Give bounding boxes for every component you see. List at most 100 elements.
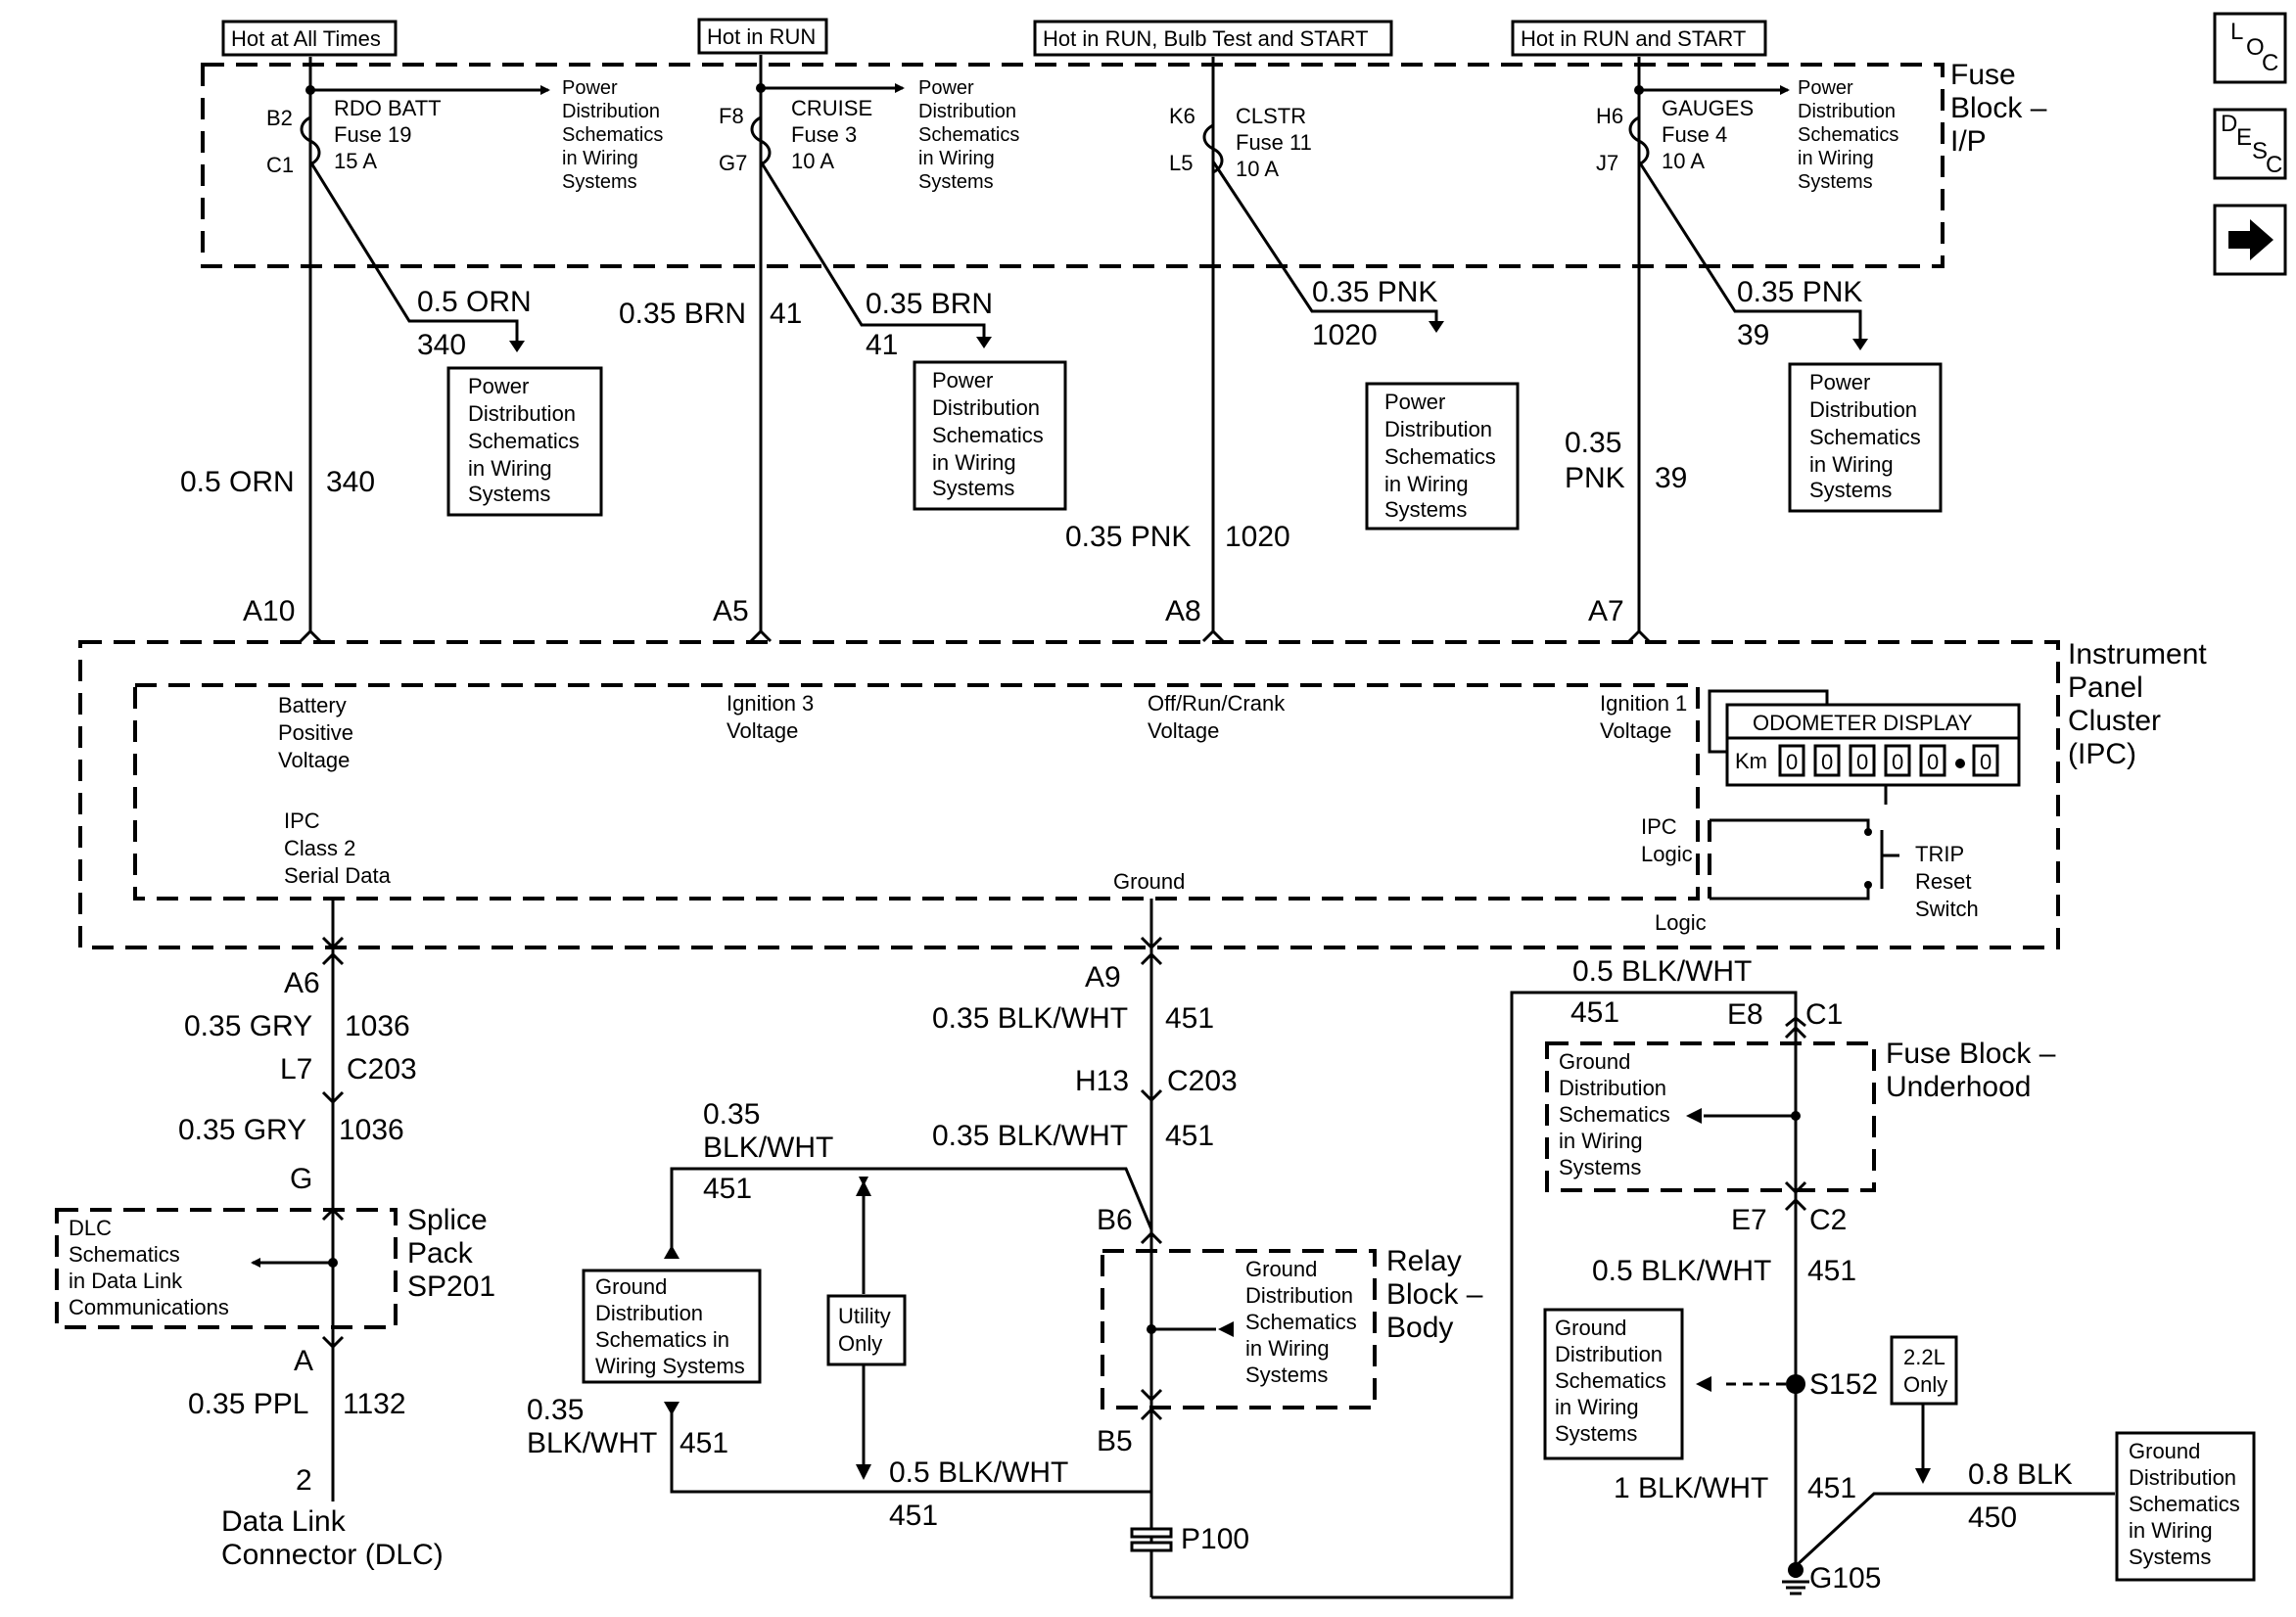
svg-text:RDO BATT: RDO BATT <box>334 96 442 120</box>
svg-text:CRUISE: CRUISE <box>791 96 872 120</box>
svg-text:DLC: DLC <box>69 1216 112 1240</box>
svg-text:1020: 1020 <box>1312 319 1378 351</box>
svg-text:F8: F8 <box>719 104 744 128</box>
ground-dist-box-left: Ground Distribution Schematics in Wiring… <box>582 1269 762 1384</box>
svg-text:Data Link: Data Link <box>221 1505 347 1538</box>
svg-text:in Wiring: in Wiring <box>2129 1518 2213 1543</box>
svg-text:2.2L: 2.2L <box>1903 1345 1945 1369</box>
branch-labels: 0.5 ORN 340 0.35 BRN 41 0.35 PNK 1020 0.… <box>417 276 1862 361</box>
arrow-right-icon <box>2228 219 2273 260</box>
svg-text:Systems: Systems <box>1384 497 1467 522</box>
odometer-display: ODOMETER DISPLAY Km 0 0 0 0 0 0 <box>1708 689 2021 805</box>
svg-text:H13: H13 <box>1075 1065 1129 1097</box>
svg-text:Hot in RUN, Bulb Test and STAR: Hot in RUN, Bulb Test and START <box>1043 26 1369 51</box>
svg-text:C: C <box>2266 152 2282 178</box>
ipc-inner-outline <box>133 683 1700 901</box>
svg-text:L: L <box>2230 19 2243 45</box>
svg-text:J7: J7 <box>1596 151 1618 175</box>
svg-text:0.5 BLK/WHT: 0.5 BLK/WHT <box>889 1456 1068 1489</box>
svg-text:Ground: Ground <box>2129 1439 2200 1463</box>
feed-wires <box>308 55 1641 631</box>
svg-text:Fuse Block –: Fuse Block – <box>1886 1038 2056 1070</box>
svg-text:G: G <box>290 1163 312 1195</box>
svg-text:Distribution: Distribution <box>562 101 660 122</box>
svg-text:Systems: Systems <box>918 171 994 193</box>
svg-text:0.35 PNK: 0.35 PNK <box>1737 276 1862 308</box>
svg-text:451: 451 <box>703 1173 752 1205</box>
desc-button[interactable]: D E S C <box>2213 108 2287 180</box>
svg-text:Power: Power <box>932 368 993 393</box>
svg-text:Distribution: Distribution <box>595 1301 703 1325</box>
svg-text:S152: S152 <box>1809 1368 1878 1401</box>
svg-text:in Wiring: in Wiring <box>932 450 1016 475</box>
power-state-hot-at-all-times: Hot at All Times <box>221 20 398 57</box>
svg-text:L7: L7 <box>280 1053 312 1086</box>
ipc-serial-data-label: IPC Class 2 Serial Data <box>284 808 392 888</box>
top-branch-arrows <box>305 83 1790 95</box>
svg-text:450: 450 <box>1968 1502 2017 1534</box>
svg-text:in Wiring: in Wiring <box>1384 472 1469 496</box>
svg-text:Schematics: Schematics <box>1809 425 1921 449</box>
svg-text:Wiring Systems: Wiring Systems <box>595 1354 745 1378</box>
p100-passthrough: P100 <box>1130 1523 1249 1555</box>
svg-text:Fuse 3: Fuse 3 <box>791 122 857 147</box>
svg-text:0.5 BLK/WHT: 0.5 BLK/WHT <box>1592 1255 1771 1287</box>
underhood-top-labels: 0.5 BLK/WHT 451 E8 C1 <box>1570 955 1843 1031</box>
svg-text:G105: G105 <box>1809 1562 1881 1594</box>
svg-text:Serial Data: Serial Data <box>284 863 392 888</box>
svg-text:Body: Body <box>1386 1312 1453 1344</box>
underhood-wire <box>1686 1018 1807 1578</box>
svg-text:Voltage: Voltage <box>1600 718 1671 743</box>
svg-text:C1: C1 <box>1805 998 1843 1031</box>
svg-text:Systems: Systems <box>562 171 637 193</box>
svg-text:Hot in RUN and START: Hot in RUN and START <box>1521 26 1746 51</box>
svg-text:0.5 BLK/WHT: 0.5 BLK/WHT <box>1572 955 1752 988</box>
svg-text:Systems: Systems <box>468 482 550 506</box>
svg-text:BLK/WHT: BLK/WHT <box>527 1427 657 1459</box>
svg-text:Schematics: Schematics <box>1384 444 1496 469</box>
ground-wire-labels: A9 0.35 BLK/WHT 451 H13 C203 0.35 BLK/WH… <box>932 961 1238 1457</box>
svg-text:Hot at All Times: Hot at All Times <box>231 26 381 51</box>
svg-text:Distribution: Distribution <box>2129 1465 2236 1490</box>
svg-text:PNK: PNK <box>1565 462 1625 494</box>
ground-g105: 0.8 BLK 450 G105 <box>1782 1458 2115 1595</box>
svg-text:Block –: Block – <box>1386 1278 1483 1311</box>
svg-text:Off/Run/Crank: Off/Run/Crank <box>1148 691 1286 716</box>
svg-text:Only: Only <box>838 1331 882 1356</box>
svg-text:Ignition 3: Ignition 3 <box>726 691 814 716</box>
svg-text:Voltage: Voltage <box>726 718 798 743</box>
svg-text:Fuse: Fuse <box>1950 59 2016 91</box>
svg-text:0.35 PNK: 0.35 PNK <box>1312 276 1437 308</box>
next-button[interactable] <box>2213 204 2287 276</box>
svg-text:S: S <box>2252 138 2268 164</box>
svg-text:K6: K6 <box>1169 104 1195 128</box>
svg-text:Systems: Systems <box>932 476 1014 500</box>
svg-text:Voltage: Voltage <box>278 748 350 772</box>
svg-text:Connector (DLC): Connector (DLC) <box>221 1539 444 1571</box>
loc-button[interactable]: L O C <box>2213 12 2287 84</box>
svg-text:0.35 BRN: 0.35 BRN <box>619 298 746 330</box>
svg-text:41: 41 <box>770 298 802 330</box>
serial-data-wire: A6 0.35 GRY 1036 L7 C203 0.35 GRY 1036 G <box>178 899 417 1502</box>
svg-text:Power: Power <box>562 77 618 99</box>
svg-text:E8: E8 <box>1727 998 1763 1031</box>
power-dist-box-2: Power Distribution Schematics in Wiring … <box>913 360 1067 511</box>
svg-text:10 A: 10 A <box>1236 157 1279 181</box>
svg-text:in Wiring: in Wiring <box>918 148 995 169</box>
svg-text:Systems: Systems <box>1809 478 1892 502</box>
svg-text:Ground: Ground <box>1245 1257 1317 1281</box>
power-dist-box-3: Power Distribution Schematics in Wiring … <box>1365 382 1520 531</box>
svg-text:in Data Link: in Data Link <box>69 1269 183 1293</box>
svg-text:Schematics: Schematics <box>1245 1310 1357 1334</box>
svg-text:E: E <box>2236 124 2252 151</box>
power-dist-box-1: Power Distribution Schematics in Wiring … <box>446 366 603 517</box>
relay-block-body: Ground Distribution Schematics in Wiring… <box>1101 1245 1483 1409</box>
power-state-hot-in-run: Hot in RUN <box>697 18 828 55</box>
svg-text:D: D <box>2221 111 2237 137</box>
svg-text:Distribution: Distribution <box>1384 417 1492 441</box>
svg-text:Fuse 19: Fuse 19 <box>334 122 412 147</box>
svg-text:I/P: I/P <box>1950 125 1987 158</box>
svg-text:in Wiring: in Wiring <box>562 148 638 169</box>
svg-text:Distribution: Distribution <box>1798 101 1896 122</box>
